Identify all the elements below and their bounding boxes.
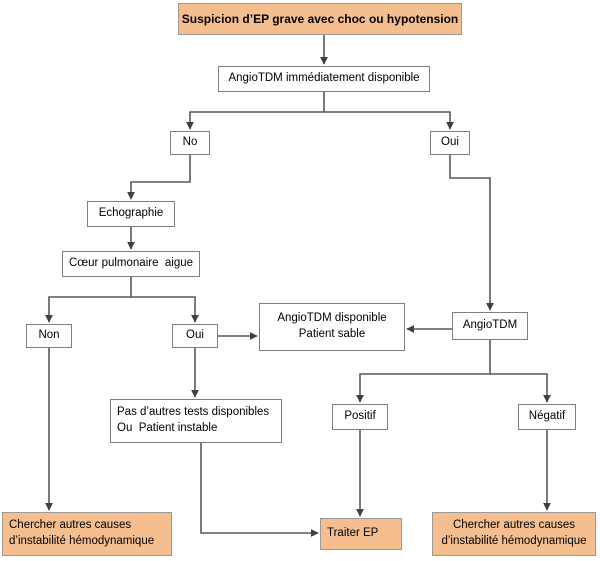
node-angiotdm-disponible-patient-sable-line-1: Patient sable [298,328,366,340]
node-non-line-0: Non [38,329,60,342]
node-chercher-autres-causes-droite: Chercher autres causes d’instabilité hém… [432,512,596,556]
edge-angiotdm-to-negatif [490,373,551,403]
node-oui-mid-line-0: Oui [186,329,204,342]
edge-no-to-echographie [127,155,191,200]
node-angiotdm-immediatement-disponible: AngioTDM immédiatement disponible [218,66,430,92]
node-chercher-autres-causes-droite-line-0: Chercher autres causes [452,519,576,532]
node-oui-top-line-0: Oui [441,136,459,149]
node-oui-mid: Oui [172,324,218,348]
node-suspicion-line-0: Suspicion d’EP grave avec choc ou hypote… [181,11,459,26]
node-traiter-ep: Traiter EP [320,518,402,550]
node-non: Non [26,324,72,348]
node-echographie: Echographie [87,201,175,227]
edge-coeur-to-oui-mid [131,296,199,323]
node-coeur-pulmonaire-aigue-line-0: Cœur pulmonaire aigue [69,257,194,270]
node-no: No [170,131,210,155]
node-positif-line-0: Positif [344,410,376,423]
node-angiotdm-line-0: AngioTDM [462,319,518,332]
node-coeur-pulmonaire-aigue: Cœur pulmonaire aigue [62,251,200,277]
node-no-line-0: No [182,136,198,149]
node-traiter-ep-line-0: Traiter EP [327,527,379,540]
node-chercher-autres-causes-gauche-line-0: Chercher autres causes [9,519,132,532]
node-angiotdm: AngioTDM [452,312,528,340]
edge-coeur-to-non [45,277,132,323]
edge-oui-top-to-angiotdm [449,155,494,311]
node-pas-autres-tests-disponibles-line-1: Ou Patient instable [117,422,218,434]
node-negatif-line-0: Négatif [528,410,566,423]
node-chercher-autres-causes-gauche-line-1: d’instabilité hémodynamique [9,535,155,547]
edge-angiotdm-dispo-to-no [186,92,325,130]
edge-angiotdm-dispo-to-oui [324,111,454,130]
node-angiotdm-disponible-patient-sable-line-0: AngioTDM disponible [277,312,387,325]
node-pas-autres-tests-disponibles: Pas d’autres tests disponibles Ou Patien… [110,399,282,443]
node-pas-autres-tests-disponibles-line-0: Pas d’autres tests disponibles [117,406,270,419]
node-positif: Positif [332,404,388,430]
node-angiotdm-immediatement-disponible-line-0: AngioTDM immédiatement disponible [228,72,420,85]
node-oui-top: Oui [430,131,470,155]
node-suspicion: Suspicion d’EP grave avec choc ou hypote… [178,3,462,35]
node-angiotdm-disponible-patient-sable: AngioTDM disponible Patient sable [259,303,405,351]
edge-pas-autres-tests-to-traiter-ep [200,443,319,537]
node-negatif: Négatif [518,404,576,430]
node-chercher-autres-causes-droite-line-1: d’instabilité hémodynamique [441,535,587,547]
node-chercher-autres-causes-gauche: Chercher autres causes d’instabilité hém… [2,512,172,556]
node-echographie-line-0: Echographie [98,207,164,220]
